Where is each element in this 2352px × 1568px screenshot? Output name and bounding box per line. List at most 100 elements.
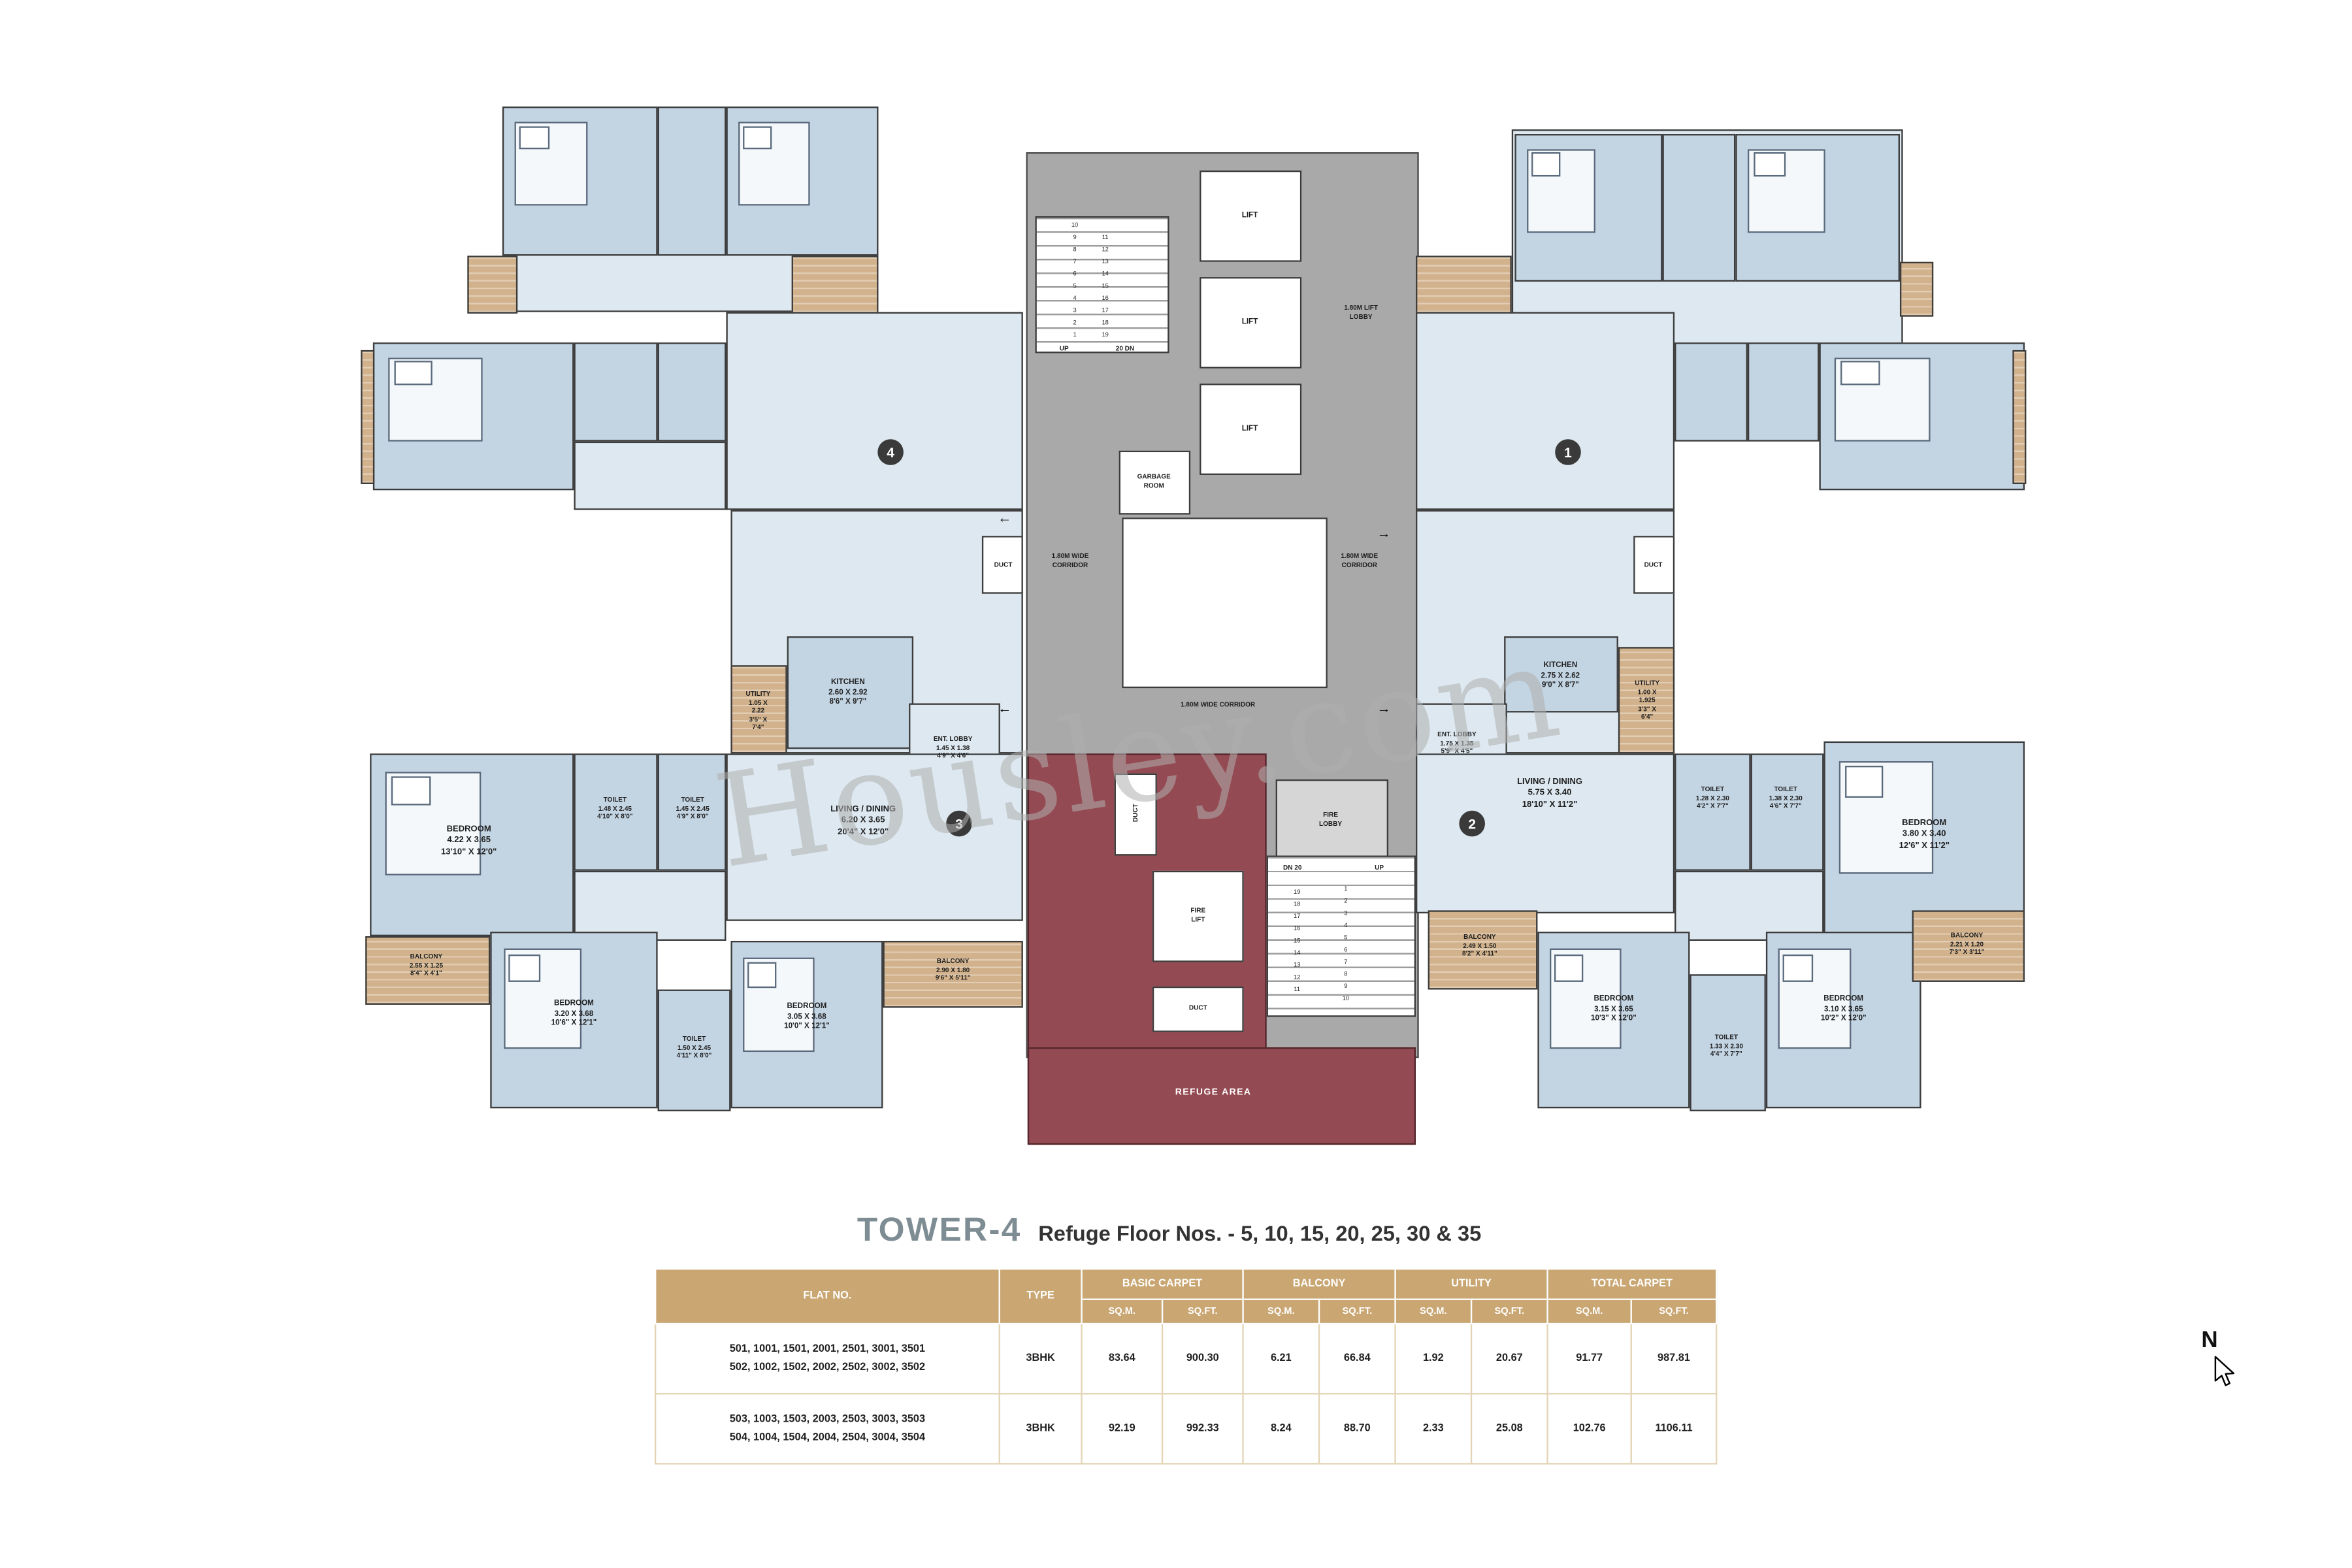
col-header-flat-no: FLAT NO. [654, 1267, 1000, 1325]
label-balcony-2b: BALCONY 2.21 X 1.20 7'3" X 3'11" [1949, 931, 1985, 956]
label-toilet-3a: TOILET 1.48 X 2.45 4'10" X 8'0" [597, 795, 633, 821]
unit-marker-2: 2 [1459, 810, 1486, 837]
stair-bottom-numbers-left: 19 18 17 16 15 14 13 12 11 [1294, 887, 1301, 993]
north-arrow-icon [2214, 1356, 2235, 1386]
flat4-bedroom-c [372, 342, 574, 491]
label-utility-1: UTILITY 1.00 X 1.925 3'3" X 6'4" [1635, 679, 1660, 721]
balcony-sqft: 88.70 [1318, 1393, 1396, 1465]
flat1-toilet-f2 [1747, 342, 1820, 442]
label-bedroom-2c: BEDROOM 3.10 X 3.65 10'2" X 12'0" [1820, 994, 1867, 1024]
label-toilet-2a: TOILET 1.28 X 2.30 4'2" X 7'7" [1695, 785, 1729, 810]
utility-sqft: 20.67 [1470, 1322, 1548, 1395]
caption: TOWER-4 Refuge Floor Nos. - 5, 10, 15, 2… [857, 1210, 1481, 1250]
label-bedroom-2b: BEDROOM 3.15 X 3.65 10'3" X 12'0" [1591, 994, 1637, 1024]
flat3-bedroom-c [730, 941, 883, 1109]
north-indicator: N [2201, 1328, 2239, 1388]
garbage-room [1119, 450, 1191, 515]
flat1-kitchen [1504, 636, 1618, 713]
label-balcony-2a: BALCONY 2.49 X 1.50 8'2" X 4'11" [1462, 932, 1497, 958]
unit-marker-1: 1 [1555, 439, 1581, 465]
stair-top-dn: 20 DN [1115, 344, 1135, 352]
flat3-living [726, 753, 1023, 921]
refuge-zone-2 [1027, 1047, 1416, 1145]
flat4-kitchen [787, 636, 914, 749]
label-duct-1: DUCT [1644, 560, 1663, 568]
label-refuge-area: REFUGE AREA [1175, 1088, 1252, 1098]
flat4-toilet-c1 [574, 342, 658, 442]
col-group-total-carpet: TOTAL CARPET [1546, 1267, 1718, 1300]
stair-bottom-up: UP [1375, 863, 1384, 872]
col-header-type: TYPE [998, 1267, 1083, 1325]
flat3-passage [574, 870, 727, 941]
label-lift-1: LIFT [1241, 211, 1258, 221]
arrow-corridor-left-2: ← [998, 700, 1012, 716]
subheader-sqm: SQ.M. [1394, 1298, 1473, 1325]
flat4-toilet-c2 [657, 342, 727, 442]
label-toilet-3b: TOILET 1.45 X 2.45 4'9" X 8'0" [676, 795, 710, 821]
flat4-mid-strip [574, 441, 727, 510]
flat-numbers-line: 501, 1001, 1501, 2001, 2501, 3001, 3501 [729, 1343, 926, 1354]
flat2-living [1415, 753, 1675, 914]
label-corridor-left: 1.80M WIDE CORRIDOR [1051, 551, 1089, 568]
flat1-balcony-b [1899, 261, 1934, 317]
stair-bottom-numbers-right: 1 2 3 4 5 6 7 8 9 10 [1342, 884, 1349, 1002]
label-ent-lobby-4: ENT. LOBBY 1.45 X 1.38 4'9" X 4'6" [933, 734, 973, 760]
col-group-basic-carpet: BASIC CARPET [1081, 1267, 1244, 1300]
flat-numbers-line: 504, 1004, 1504, 2004, 2504, 3004, 3504 [729, 1431, 926, 1443]
flat2-bedroom-c [1765, 932, 1921, 1109]
floor-plan: Housley.com UTILITY 1.05 X 2.22 3'5" X 7… [361, 106, 2027, 1145]
basic-carpet-sqm: 92.19 [1081, 1393, 1164, 1465]
table-row: 503, 1003, 1503, 2003, 2503, 3003, 3503 … [654, 1393, 1718, 1465]
label-bedroom-3a: BEDROOM 4.22 X 3.65 13'10" X 12'0" [441, 825, 497, 857]
flat-numbers: 503, 1003, 1503, 2003, 2503, 3003, 3503 … [654, 1393, 1000, 1465]
flat3-bedroom-b [490, 932, 658, 1109]
flat1-balcony-a [1415, 255, 1512, 314]
total-carpet-sqft: 1106.11 [1630, 1393, 1718, 1465]
label-toilet-3c: TOILET 1.50 X 2.45 4'11" X 8'0" [676, 1034, 712, 1060]
flat2-bedroom-a [1823, 741, 2025, 941]
label-balcony-3b: BALCONY 2.90 X 1.80 9'6" X 5'11" [935, 956, 971, 982]
flat1-bedroom-d [1514, 134, 1663, 282]
label-lift-lobby: 1.80M LIFT LOBBY [1344, 303, 1378, 320]
refuge-floors-note: Refuge Floor Nos. - 5, 10, 15, 20, 25, 3… [1038, 1220, 1482, 1246]
flat4-utility [730, 665, 787, 754]
lift-3 [1200, 384, 1302, 475]
flat1-living [1415, 312, 1675, 510]
stair-bottom-dn: DN 20 [1283, 863, 1302, 872]
label-bedroom-3b: BEDROOM 3.20 X 3.68 10'6" X 12'1" [551, 999, 597, 1028]
col-group-utility: UTILITY [1394, 1267, 1548, 1300]
flat1-bedroom-e [1735, 134, 1900, 282]
total-carpet-sqm: 102.76 [1546, 1393, 1632, 1465]
staircase-top [1035, 216, 1169, 353]
flat3-bedroom-a [370, 753, 574, 937]
central-shaft [1122, 517, 1328, 689]
label-duct-4: DUCT [994, 560, 1013, 568]
balcony-sqft: 66.84 [1318, 1322, 1396, 1395]
flat1-utility [1618, 647, 1675, 754]
col-group-balcony: BALCONY [1242, 1267, 1396, 1300]
flat2-passage [1674, 870, 1824, 941]
flat2-toilet-3 [1690, 974, 1766, 1111]
arrow-corridor-right-1: → [1377, 525, 1391, 541]
flat4-duct [981, 536, 1023, 594]
subheader-sqft: SQ.FT. [1470, 1298, 1548, 1325]
label-ent-lobby-1: ENT. LOBBY 1.75 X 1.35 5'9" X 4'5" [1437, 730, 1477, 755]
flat3-toilet-2 [657, 753, 727, 871]
flat4-bedroom-b [726, 106, 879, 256]
flat2-toilet-2 [1750, 753, 1824, 871]
subheader-sqft: SQ.FT. [1161, 1298, 1244, 1325]
flat-type: 3BHK [998, 1322, 1083, 1395]
basic-carpet-sqft: 900.30 [1161, 1322, 1244, 1395]
flat3-balcony-a [365, 936, 491, 1005]
label-toilet-2c: TOILET 1.33 X 2.30 4'4" X 7'7" [1709, 1033, 1743, 1058]
flat3-toilet-3 [657, 989, 731, 1111]
duct-fire-lobby [1114, 773, 1157, 856]
stair-top-up: UP [1059, 344, 1069, 352]
label-fire-lift: FIRE LIFT [1190, 906, 1206, 923]
label-corridor-right: 1.80M WIDE CORRIDOR [1341, 551, 1379, 568]
arrow-corridor-left-1: ← [998, 510, 1012, 526]
area-table: FLAT NO. TYPE BASIC CARPET BALCONY UTILI… [654, 1267, 1718, 1465]
label-living-3: LIVING / DINING 6.20 X 3.65 20'4" X 12'0… [830, 805, 896, 837]
flat4-balcony-a [467, 255, 518, 314]
